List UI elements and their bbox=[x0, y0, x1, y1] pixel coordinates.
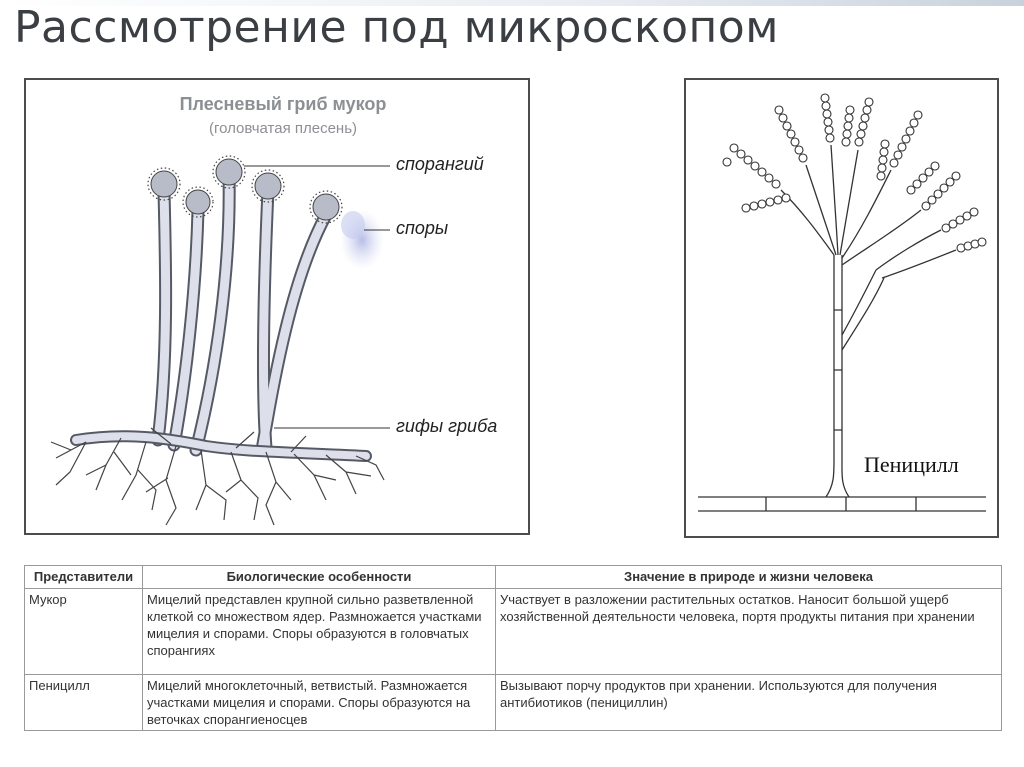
mucor-figure: Плесневый гриб мукор (головчатая плесень… bbox=[24, 78, 530, 535]
row-importance: Участвует в разложении растительных оста… bbox=[496, 589, 1002, 675]
row-name: Мукор bbox=[25, 589, 143, 675]
label-sporangium: спорангий bbox=[396, 154, 484, 175]
mucor-title: Плесневый гриб мукор bbox=[138, 94, 428, 115]
label-spores: споры bbox=[396, 218, 448, 239]
label-hyphae: гифы гриба bbox=[396, 416, 497, 437]
comparison-table: Представители Биологические особенности … bbox=[24, 565, 1002, 731]
row-importance: Вызывают порчу продуктов при хранении. И… bbox=[496, 675, 1002, 731]
row-features: Мицелий многоклеточный, ветвистый. Размн… bbox=[143, 675, 496, 731]
row-features: Мицелий представлен крупной сильно разве… bbox=[143, 589, 496, 675]
table-header-row: Представители Биологические особенности … bbox=[25, 566, 1002, 589]
header-importance: Значение в природе и жизни человека bbox=[496, 566, 1002, 589]
header-representatives: Представители bbox=[25, 566, 143, 589]
table-row: Пеницилл Мицелий многоклеточный, ветвист… bbox=[25, 675, 1002, 731]
penicillium-label: Пеницилл bbox=[864, 452, 959, 478]
spore-cloud-core bbox=[341, 211, 365, 239]
penicillium-figure: Пеницилл bbox=[684, 78, 999, 538]
mucor-illustration bbox=[26, 80, 530, 535]
row-name: Пеницилл bbox=[25, 675, 143, 731]
slide-title: Рассмотрение под микроскопом bbox=[14, 2, 779, 53]
table-row: Мукор Мицелий представлен крупной сильно… bbox=[25, 589, 1002, 675]
header-features: Биологические особенности bbox=[143, 566, 496, 589]
mucor-subtitle: (головчатая плесень) bbox=[138, 120, 428, 137]
